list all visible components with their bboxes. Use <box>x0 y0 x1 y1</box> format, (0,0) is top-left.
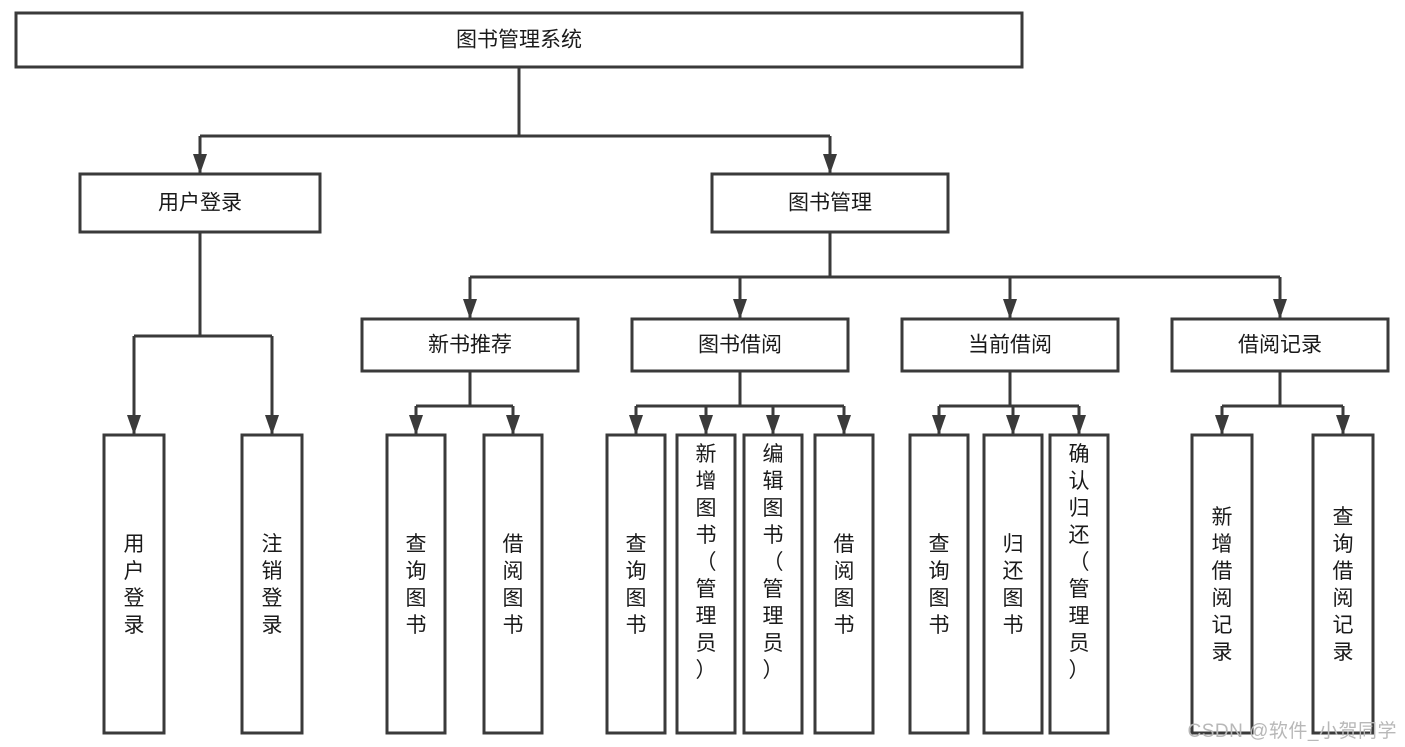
node-label: 查询图书 <box>406 533 427 637</box>
node-rect <box>240 433 304 735</box>
arrow-head-icon <box>766 415 780 435</box>
node-label: 查询图书 <box>929 533 950 637</box>
node-leaf-borrow-book-2[interactable]: 借阅图书 <box>813 433 875 735</box>
nodes-layer: 图书管理系统用户登录图书管理新书推荐图书借阅当前借阅借阅记录用户登录注销登录查询… <box>14 11 1390 735</box>
arrow-head-icon <box>127 415 141 435</box>
node-rect <box>813 433 875 735</box>
node-label: 图书管理 <box>788 192 872 215</box>
node-rect <box>14 11 1024 69</box>
arrow-head-icon <box>463 299 477 319</box>
node-leaf-query-book-2[interactable]: 查询图书 <box>605 433 667 735</box>
node-leaf-borrow-book-1[interactable]: 借阅图书 <box>482 433 544 735</box>
arrow-head-icon <box>932 415 946 435</box>
node-leaf-query-book-1[interactable]: 查询图书 <box>385 433 447 735</box>
arrow-head-icon <box>1072 415 1086 435</box>
node-label: 注销登录 <box>262 533 283 637</box>
arrow-head-icon <box>629 415 643 435</box>
arrow-head-icon <box>699 415 713 435</box>
node-label: 编辑图书（管理员） <box>763 443 784 682</box>
node-label: 确认归还（管理员） <box>1069 443 1090 682</box>
node-current-borrow[interactable]: 当前借阅 <box>900 317 1120 373</box>
node-rect <box>482 433 544 735</box>
arrow-head-icon <box>193 154 207 174</box>
node-rect <box>605 433 667 735</box>
node-label: 借阅图书 <box>834 533 855 637</box>
node-borrow-record[interactable]: 借阅记录 <box>1170 317 1390 373</box>
node-rect <box>385 433 447 735</box>
node-rect <box>1170 317 1390 373</box>
node-user-login[interactable]: 用户登录 <box>78 172 322 234</box>
node-rect <box>1190 433 1254 735</box>
node-label: 新增借阅记录 <box>1212 506 1233 664</box>
node-root-system[interactable]: 图书管理系统 <box>14 11 1024 69</box>
arrow-head-icon <box>1215 415 1229 435</box>
node-rect <box>982 433 1044 735</box>
node-label: 借阅图书 <box>503 533 524 637</box>
node-leaf-query-record[interactable]: 查询借阅记录 <box>1311 433 1375 735</box>
node-leaf-user-login[interactable]: 用户登录 <box>102 433 166 735</box>
node-rect <box>675 433 737 735</box>
node-rect <box>742 433 804 735</box>
arrow-head-icon <box>1003 299 1017 319</box>
node-label: 借阅记录 <box>1238 334 1322 357</box>
node-label: 新增图书（管理员） <box>696 443 717 682</box>
node-label: 当前借阅 <box>968 334 1052 357</box>
arrow-head-icon <box>837 415 851 435</box>
watermark-text: CSDN @软件_小贺同学 <box>1187 721 1397 742</box>
arrow-head-icon <box>1336 415 1350 435</box>
arrow-head-icon <box>265 415 279 435</box>
node-rect <box>900 317 1120 373</box>
arrow-head-icon <box>823 154 837 174</box>
node-rect <box>630 317 850 373</box>
node-rect <box>908 433 970 735</box>
node-label: 用户登录 <box>124 533 145 637</box>
node-rect <box>78 172 322 234</box>
arrow-head-icon <box>1006 415 1020 435</box>
node-leaf-edit-book[interactable]: 编辑图书（管理员） <box>742 433 804 735</box>
node-label: 图书借阅 <box>698 334 782 357</box>
node-rect <box>710 172 950 234</box>
node-label: 用户登录 <box>158 192 242 215</box>
node-leaf-add-record[interactable]: 新增借阅记录 <box>1190 433 1254 735</box>
node-leaf-confirm-return[interactable]: 确认归还（管理员） <box>1048 433 1110 735</box>
node-label: 查询图书 <box>626 533 647 637</box>
node-book-manage[interactable]: 图书管理 <box>710 172 950 234</box>
arrow-head-icon <box>409 415 423 435</box>
arrow-head-icon <box>1273 299 1287 319</box>
node-book-borrow[interactable]: 图书借阅 <box>630 317 850 373</box>
node-rect <box>360 317 580 373</box>
node-leaf-query-book-3[interactable]: 查询图书 <box>908 433 970 735</box>
node-rect <box>102 433 166 735</box>
node-rect <box>1048 433 1110 735</box>
node-label: 图书管理系统 <box>456 29 582 52</box>
node-label: 新书推荐 <box>428 334 512 357</box>
node-rect <box>1311 433 1375 735</box>
node-new-book-recommend[interactable]: 新书推荐 <box>360 317 580 373</box>
node-leaf-add-book[interactable]: 新增图书（管理员） <box>675 433 737 735</box>
arrow-head-icon <box>733 299 747 319</box>
arrow-head-icon <box>506 415 520 435</box>
node-leaf-return-book[interactable]: 归还图书 <box>982 433 1044 735</box>
node-label: 查询借阅记录 <box>1333 506 1354 664</box>
node-leaf-user-logout[interactable]: 注销登录 <box>240 433 304 735</box>
connectors-layer <box>127 67 1350 435</box>
node-label: 归还图书 <box>1003 533 1024 637</box>
